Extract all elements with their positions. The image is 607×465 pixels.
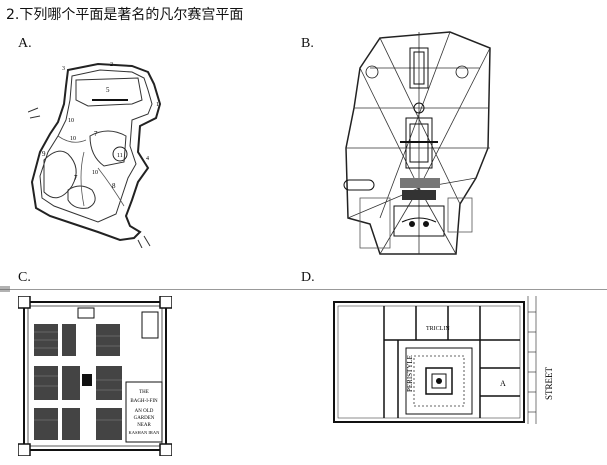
plan-a-label: 10 — [92, 170, 98, 176]
plan-c-caption: GARDEN — [134, 416, 155, 421]
plan-b-palace-image[interactable] — [340, 28, 498, 260]
plan-a-label: 11 — [117, 153, 123, 159]
plan-c-garden-image[interactable]: THE BAGH-I-FIN AN OLD GARDEN NEAR KASHAN… — [18, 296, 172, 456]
plan-c-caption: BAGH-I-FIN — [130, 399, 158, 404]
plan-a-label: 10 — [70, 136, 76, 142]
plan-a-label: 3 — [62, 66, 65, 72]
option-b-label[interactable]: B. — [301, 36, 314, 51]
plan-a-label: 1 — [156, 102, 159, 108]
plan-c-caption: NEAR — [137, 423, 151, 428]
plan-d-peristyle-label: PERISTYLE — [406, 355, 414, 392]
plan-a-label: 8 — [112, 182, 116, 190]
option-a-label[interactable]: A. — [18, 36, 32, 51]
plan-a-park-image[interactable]: 3 2 1 5 7 7 8 9 10 10 10 11 4 — [28, 56, 163, 248]
plan-a-label: 2 — [110, 62, 113, 68]
plan-d-street-label: STREET — [544, 366, 554, 400]
plan-c-caption: THE — [139, 390, 149, 395]
plan-c-caption: KASHAN IRAN — [129, 430, 161, 435]
plan-a-label: 4 — [146, 156, 149, 162]
option-c-label[interactable]: C. — [18, 270, 31, 285]
plan-a-label: 9 — [42, 150, 46, 158]
plan-c-caption: AN OLD — [135, 409, 154, 414]
plan-a-label: 10 — [68, 118, 74, 124]
question-text: 2.下列哪个平面是著名的凡尔赛宫平面 — [6, 7, 244, 23]
plan-a-label: 7 — [94, 130, 98, 138]
section-divider — [0, 289, 607, 290]
plan-d-room-label: A — [500, 379, 506, 388]
divider-marker-icon — [0, 286, 10, 292]
plan-d-triclinium-label: TRICLIN — [426, 326, 450, 332]
option-d-label[interactable]: D. — [301, 270, 315, 285]
plan-a-label: 5 — [106, 86, 110, 94]
plan-a-label: 7 — [74, 174, 78, 182]
plan-d-house-image[interactable]: PERISTYLE STREET TRICLIN A — [330, 292, 570, 428]
